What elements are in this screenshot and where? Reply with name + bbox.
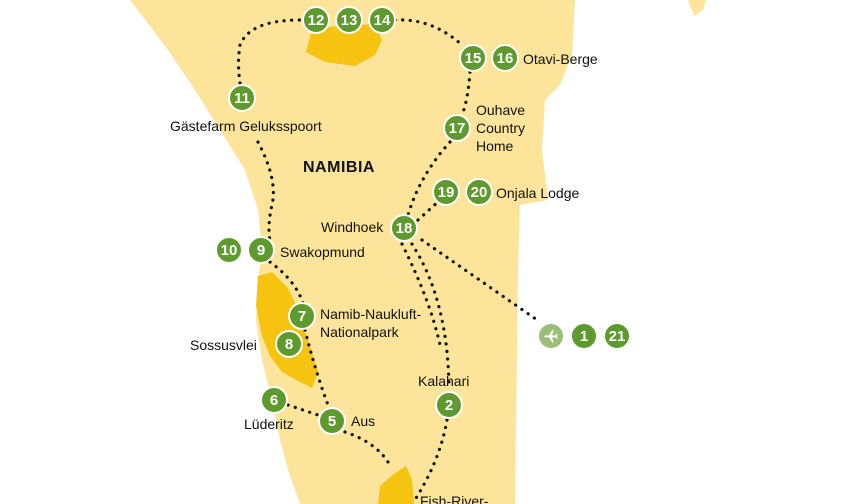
stop-marker-6[interactable]: 6 xyxy=(260,386,288,414)
stop-marker-17[interactable]: 17 xyxy=(443,114,471,142)
route-segment xyxy=(416,198,442,222)
neighbor-land xyxy=(688,0,706,16)
place-label-kalahari: Kalahari xyxy=(418,373,470,389)
place-label-namib-naukluft-line1: Namib-Naukluft- xyxy=(320,306,422,322)
route-lines xyxy=(236,18,542,500)
airplane-icon xyxy=(544,330,558,343)
stop-marker-2[interactable]: 2 xyxy=(435,391,463,419)
stop-marker-9[interactable]: 9 xyxy=(247,236,275,264)
place-label-swakopmund: Swakopmund xyxy=(280,244,365,260)
route-segment xyxy=(286,403,320,417)
route-segment xyxy=(420,238,542,324)
stop-marker-1[interactable]: 1 xyxy=(570,322,598,350)
route-segment xyxy=(406,140,452,217)
stop-marker-14[interactable]: 14 xyxy=(368,6,396,34)
route-segment xyxy=(410,242,451,390)
stop-marker-5[interactable]: 5 xyxy=(318,407,346,435)
stop-marker-21[interactable]: 21 xyxy=(603,322,631,350)
etosha-park xyxy=(306,24,382,66)
stop-marker-16[interactable]: 16 xyxy=(491,44,519,72)
place-label-aus: Aus xyxy=(351,413,376,429)
route-segment xyxy=(236,18,302,100)
place-label-ouhave-line2: Country xyxy=(476,120,526,136)
stop-marker-15[interactable]: 15 xyxy=(459,44,487,72)
country-label: NAMIBIA xyxy=(303,159,375,176)
stop-marker-19[interactable]: 19 xyxy=(432,178,460,206)
stop-marker-12[interactable]: 12 xyxy=(302,6,330,34)
place-label-namib-naukluft-line2: Nationalpark xyxy=(320,324,399,340)
stop-marker-20[interactable]: 20 xyxy=(465,178,493,206)
route-segment xyxy=(303,328,330,407)
route-segment xyxy=(256,140,275,252)
place-label-fish-river: Fish-River- xyxy=(420,493,489,504)
place-label-ouhave-line1: Ouhave xyxy=(476,102,526,118)
place-label-sossusvlei: Sossusvlei xyxy=(190,337,257,353)
stop-marker-13[interactable]: 13 xyxy=(335,6,363,34)
route-segment xyxy=(414,418,449,500)
stop-marker-11[interactable]: 11 xyxy=(228,84,256,112)
stop-marker-10[interactable]: 10 xyxy=(215,236,243,264)
stop-marker-18[interactable]: 18 xyxy=(390,214,418,242)
stop-marker-8[interactable]: 8 xyxy=(275,330,303,358)
place-label-onjala-lodge: Onjala Lodge xyxy=(496,185,580,201)
route-segment xyxy=(393,18,464,47)
fish-river-park xyxy=(378,466,414,504)
stop-marker-7[interactable]: 7 xyxy=(288,302,316,330)
airport-marker[interactable] xyxy=(537,322,565,350)
route-segment xyxy=(400,242,442,347)
place-label-luederitz: Lüderitz xyxy=(244,416,294,432)
place-label-otavi-berge: Otavi-Berge xyxy=(523,51,598,67)
place-label-gaestefarm: Gästefarm Geluksspoort xyxy=(170,118,322,134)
place-label-windhoek: Windhoek xyxy=(321,219,384,235)
place-label-ouhave-line3: Home xyxy=(476,138,514,154)
